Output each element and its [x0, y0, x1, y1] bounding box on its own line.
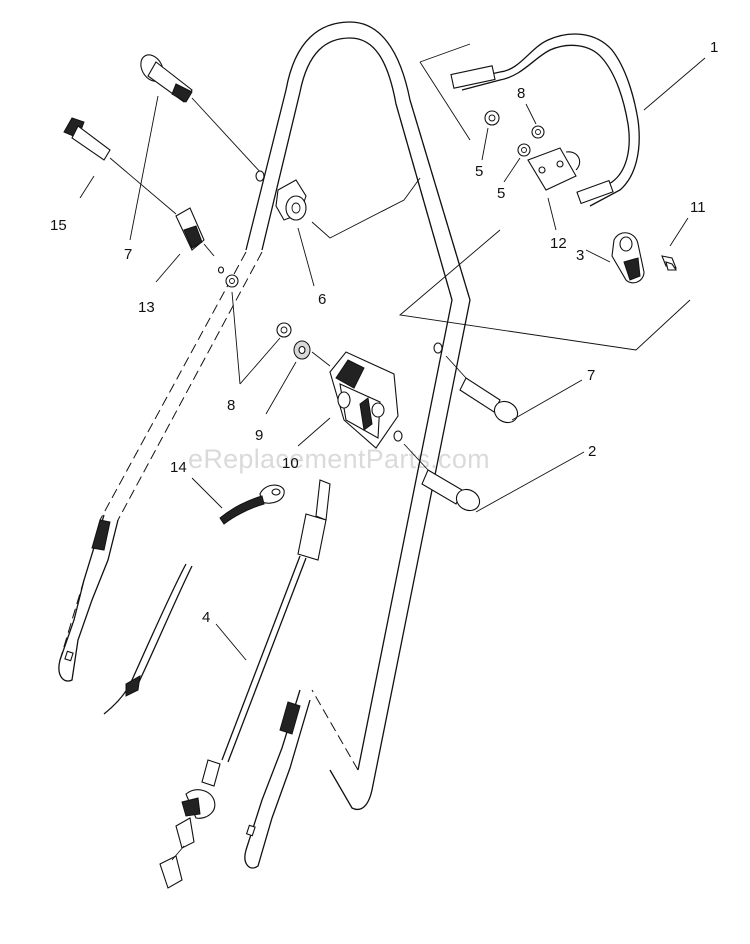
spacer-6 [275, 177, 421, 239]
right-lower-handle [244, 689, 359, 869]
callout-13: 13 [138, 299, 155, 316]
nut-8-right [531, 125, 545, 139]
nut-8-left [225, 274, 239, 288]
nut-8-center [276, 322, 292, 338]
carriage-bolt-7-lower [445, 355, 519, 424]
watermark: eReplacementParts.com [188, 444, 490, 474]
callout-6: 6 [318, 291, 326, 308]
callout-3: 3 [576, 247, 584, 264]
callout-1: 1 [710, 39, 718, 56]
callout-14: 14 [170, 459, 187, 476]
callout-9: 9 [255, 427, 263, 444]
callout-7-upper: 7 [124, 246, 132, 263]
nut-5-upper [484, 110, 500, 126]
bail-bar [398, 33, 691, 351]
callout-11: 11 [690, 199, 706, 216]
carriage-bolt-7-upper [140, 54, 263, 175]
upper-handle [99, 21, 471, 811]
nut-5-lower [517, 143, 531, 157]
leader-lines [79, 57, 706, 661]
bracket-12 [527, 147, 581, 191]
callout-5-upper: 5 [475, 163, 483, 180]
bolt-15 [63, 117, 177, 215]
cable-clip-13 [175, 207, 215, 257]
callout-8-center: 8 [227, 397, 235, 414]
callout-10: 10 [282, 455, 299, 472]
carriage-bolt-2 [403, 443, 481, 512]
left-lower-handle [58, 514, 119, 682]
callout-7-lower: 7 [587, 367, 595, 384]
connector-14 [219, 484, 285, 525]
hole-markers [217, 170, 443, 442]
callout-12: 12 [550, 235, 567, 252]
callouts: 1 8 5 5 11 12 3 15 7 13 6 8 9 10 7 2 14 … [50, 39, 718, 626]
washer-9 [293, 340, 331, 367]
callout-4: 4 [202, 609, 210, 626]
callout-15: 15 [50, 217, 67, 234]
callout-5-lower: 5 [497, 185, 505, 202]
callout-2: 2 [588, 443, 596, 460]
cable-4 [103, 479, 331, 889]
control-lever-3 [611, 232, 645, 284]
screw-11 [661, 255, 678, 271]
callout-8-right: 8 [517, 85, 525, 102]
cable-guide-10 [329, 351, 399, 449]
